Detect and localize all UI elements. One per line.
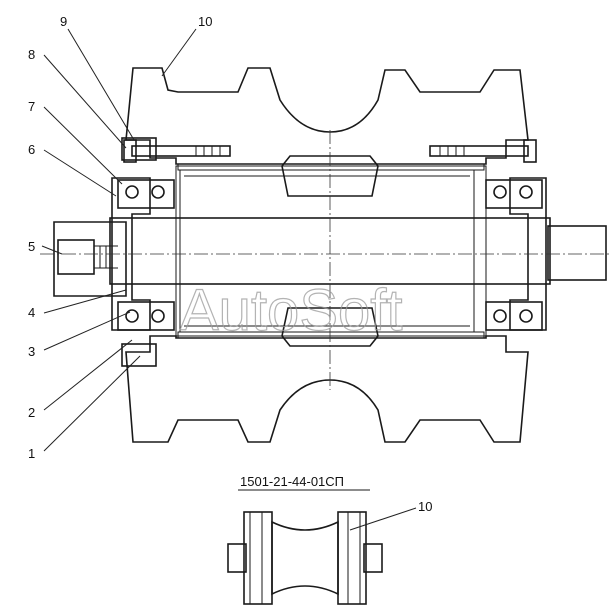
plug-5 xyxy=(57,239,95,275)
callout-leaders xyxy=(41,28,197,452)
liner-bottom xyxy=(177,331,485,339)
roller-shell-upper xyxy=(125,67,529,165)
callout-4: 4 xyxy=(28,305,35,320)
bolt-left xyxy=(123,139,231,163)
callout-10: 10 xyxy=(198,14,212,29)
callout-7: 7 xyxy=(28,99,35,114)
roller-inset-view xyxy=(227,511,383,605)
left-flange-bottom xyxy=(121,343,157,367)
callout-5: 5 xyxy=(28,239,35,254)
seal-left-top-ball xyxy=(125,185,139,199)
left-flange-top xyxy=(121,137,157,161)
watermark: AutoSoft xyxy=(180,278,402,343)
right-cover xyxy=(509,177,547,331)
callout-3: 3 xyxy=(28,344,35,359)
axle-left-end xyxy=(53,221,127,297)
roller-shell-lower xyxy=(125,335,529,443)
plug-thread xyxy=(94,245,118,269)
seal-right-bottom xyxy=(485,301,543,331)
callout-9: 9 xyxy=(60,14,67,29)
roller-bore xyxy=(175,165,487,337)
web-lower xyxy=(281,307,379,347)
inset-callout-10: 10 xyxy=(418,499,432,514)
seal-left-top xyxy=(117,179,175,209)
callout-1: 1 xyxy=(28,446,35,461)
bolt-right xyxy=(429,139,537,163)
callout-6: 6 xyxy=(28,142,35,157)
axle-right-end xyxy=(547,225,607,281)
roller-section-view xyxy=(40,67,610,443)
web-upper xyxy=(281,155,379,197)
seal-right-top xyxy=(485,179,543,209)
liner-top xyxy=(177,163,485,171)
seal-left-bottom xyxy=(117,301,175,331)
callout-2: 2 xyxy=(28,405,35,420)
inset-leader xyxy=(349,507,417,531)
drawing-caption: 1501-21-44-01СП xyxy=(240,474,344,489)
callout-8: 8 xyxy=(28,47,35,62)
